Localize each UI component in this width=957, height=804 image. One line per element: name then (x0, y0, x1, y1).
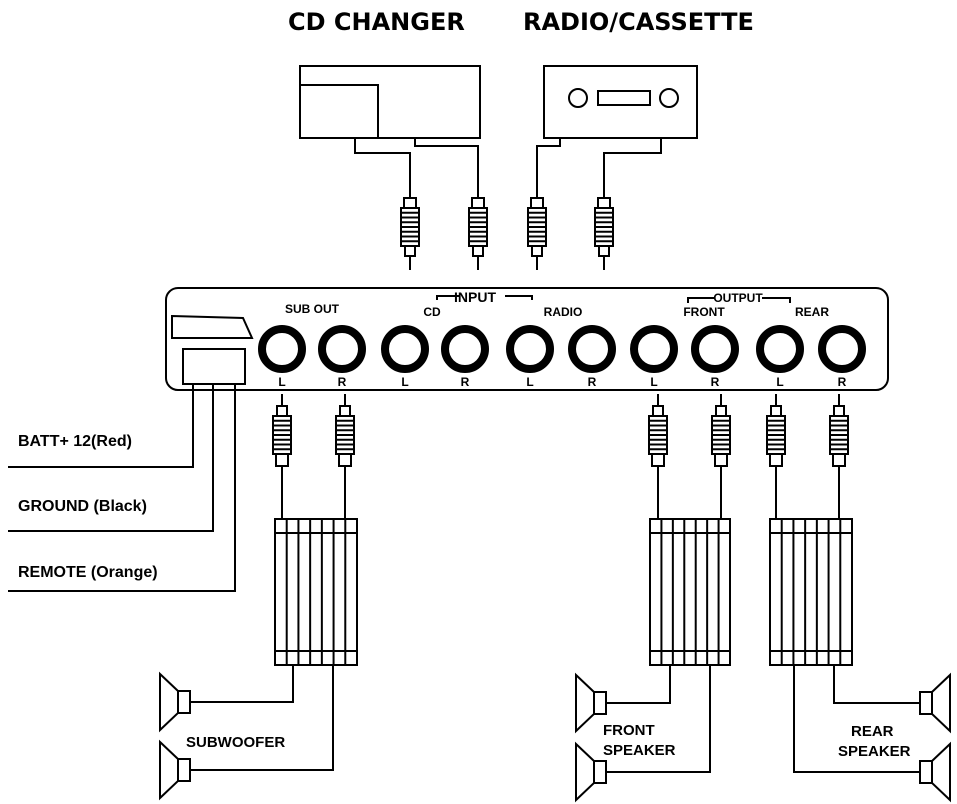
rca-jack-icon (381, 325, 429, 373)
batt-label: BATT+ 12(Red) (18, 433, 132, 450)
cd-changer-unit (299, 65, 481, 139)
subwoofer-label: SUBWOOFER (186, 734, 285, 751)
front-speaker-label-line2: SPEAKER (603, 742, 676, 759)
jack-row (258, 325, 866, 373)
power-terminal-block (182, 348, 246, 385)
rca-jack-icon (568, 325, 616, 373)
amplifier-block (649, 518, 731, 666)
rca-jack-icon (818, 325, 866, 373)
cd-label: CD (423, 305, 441, 319)
radio-label: RADIO (544, 305, 583, 319)
rca-plug-icon (648, 394, 668, 519)
rca-jack-icon (258, 325, 306, 373)
speakers (159, 671, 951, 803)
jack-channel-label: L (278, 375, 285, 389)
remote-label: REMOTE (Orange) (18, 564, 158, 581)
output-bracket (687, 297, 791, 303)
jack-channel-label: R (588, 375, 597, 389)
rca-jack-icon (441, 325, 489, 373)
amplifier-block (274, 518, 358, 666)
rca-plug-icon (400, 186, 420, 270)
input-plugs (400, 186, 614, 270)
speaker-icon (575, 741, 607, 803)
rca-plug-icon (527, 186, 547, 270)
radio-cassette-unit (543, 65, 698, 139)
source-wires (354, 138, 662, 186)
speaker-wires (190, 665, 920, 773)
rca-plug-icon (468, 186, 488, 270)
speaker-icon (159, 739, 191, 801)
amplifier-block (769, 518, 853, 666)
processor-panel (165, 287, 889, 391)
speaker-icon (919, 672, 951, 734)
rear-speaker-label-line2: SPEAKER (838, 743, 911, 760)
input-bracket (436, 295, 533, 300)
jack-channel-label: L (650, 375, 657, 389)
rca-plug-icon (594, 186, 614, 270)
rca-plug-icon (335, 394, 355, 519)
rear-speaker-label-line1: REAR (851, 723, 894, 740)
rca-jack-icon (318, 325, 366, 373)
output-plugs (272, 394, 849, 519)
rca-jack-icon (756, 325, 804, 373)
ground-label: GROUND (Black) (18, 498, 147, 515)
sub-out-label: SUB OUT (285, 302, 340, 316)
front-label: FRONT (683, 305, 725, 319)
jack-channel-label: L (526, 375, 533, 389)
jack-channel-label: L (401, 375, 408, 389)
speaker-icon (919, 741, 951, 803)
jack-channel-label: L (776, 375, 783, 389)
jack-channel-label: R (838, 375, 847, 389)
output-group-label: OUTPUT (713, 291, 763, 305)
rca-plug-icon (711, 394, 731, 519)
jack-channel-label: R (338, 375, 347, 389)
jack-channel-label: R (461, 375, 470, 389)
rca-plug-icon (766, 394, 786, 519)
front-speaker-label-line1: FRONT (603, 722, 655, 739)
rca-jack-icon (506, 325, 554, 373)
rear-label: REAR (795, 305, 829, 319)
radio-cassette-title: RADIO/CASSETTE (523, 8, 754, 36)
rca-plug-icon (272, 394, 292, 519)
speaker-icon (575, 672, 607, 734)
rca-plug-icon (829, 394, 849, 519)
input-group-label: INPUT (454, 289, 496, 305)
power-wires (8, 384, 236, 592)
jack-channel-label: R (711, 375, 720, 389)
cd-changer-title: CD CHANGER (288, 8, 465, 36)
amplifiers (274, 518, 853, 666)
speaker-icon (159, 671, 191, 733)
rca-jack-icon (691, 325, 739, 373)
rca-jack-icon (630, 325, 678, 373)
switch-icon (171, 314, 254, 339)
